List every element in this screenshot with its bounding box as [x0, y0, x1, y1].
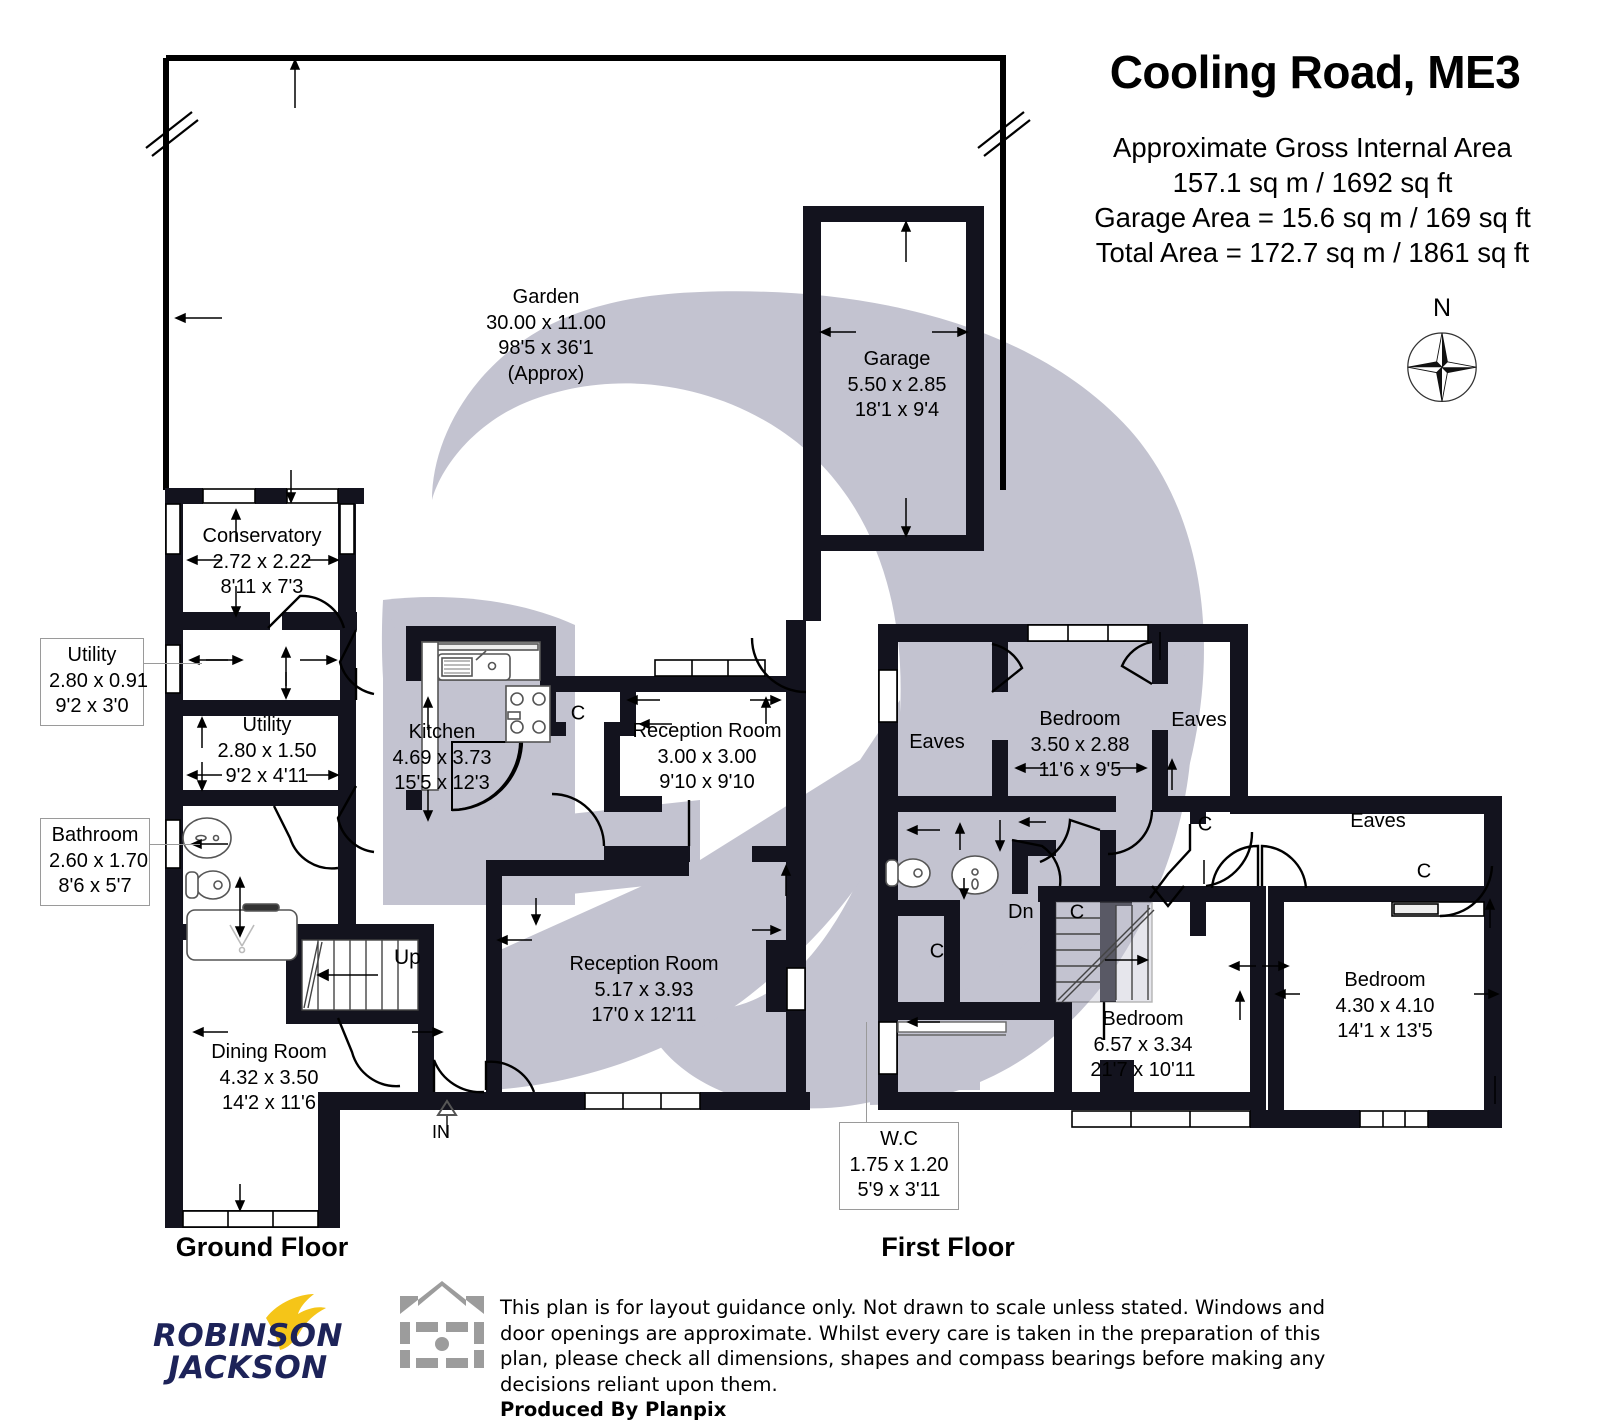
logo-line-robinson: ROBINSON: [153, 1318, 343, 1354]
wc-fitting: [897, 1021, 1007, 1036]
first-floor-fixtures: [885, 855, 999, 895]
callout-bathroom-imperial: 8'6 x 5'7: [58, 875, 132, 897]
cupboard-first-b: C: [1416, 860, 1432, 883]
logo-line-jackson: JACKSON: [168, 1350, 328, 1386]
ground-floor-plan: [145, 55, 1031, 1228]
area-line-total: Total Area = 172.7 sq m / 1861 sq ft: [1095, 237, 1530, 268]
label-entrance-in: IN: [432, 1122, 450, 1142]
callout-bathroom-name: Bathroom: [51, 824, 139, 846]
kitchen-fixtures: [421, 641, 551, 791]
callout-utility-small-imperial: 9'2 x 3'0: [55, 695, 129, 717]
boundary-break-marks: [145, 111, 1031, 157]
cupboard-first-d: C: [929, 940, 945, 963]
callout-bathroom: Bathroom 2.60 x 1.70 8'6 x 5'7: [40, 818, 150, 906]
garage-walls: [803, 206, 984, 621]
first-floor-plan: [878, 624, 1502, 1128]
first-internal-walls: [878, 642, 1502, 1110]
label-utility-large: Utility 2.80 x 1.50 9'2 x 4'11: [217, 714, 317, 787]
callout-wc-imperial: 5'9 x 3'11: [857, 1179, 941, 1201]
compass-north-label: N: [1432, 294, 1452, 322]
label-garden: Garden 30.00 x 11.00 98'5 x 36'1 (Approx…: [486, 286, 606, 385]
callout-utility-small-metric: 2.80 x 0.91: [49, 669, 148, 692]
label-bedroom-top: Bedroom 3.50 x 2.88 11'6 x 9'5: [1030, 708, 1130, 781]
footer-disclaimer: This plan is for layout guidance only. N…: [500, 1295, 1330, 1420]
caption-first-floor: First Floor: [881, 1232, 1015, 1262]
first-staircase: [1055, 901, 1155, 1003]
robinson-jackson-logo: ROBINSON JACKSON: [118, 1288, 378, 1386]
label-stairs-up: Up: [394, 946, 421, 969]
leader-utility-small: [144, 663, 202, 664]
ground-staircase: [301, 939, 419, 1011]
producer-text: Produced By Planpix: [500, 1398, 727, 1420]
callout-utility-small: Utility 2.80 x 0.91 9'2 x 3'0: [40, 638, 148, 726]
label-stairs-dn: Dn: [1008, 901, 1034, 923]
callout-wc-metric: 1.75 x 1.20: [849, 1153, 949, 1176]
cupboard-first-a: C: [1197, 813, 1213, 836]
callout-bathroom-metric: 2.60 x 1.70: [49, 849, 148, 872]
callout-wc: W.C 1.75 x 1.20 5'9 x 3'11: [839, 1122, 959, 1210]
first-outer-walls: [878, 624, 1502, 1128]
page-title: Cooling Road, ME3: [1109, 46, 1521, 98]
first-doors: [991, 640, 1494, 1040]
label-garage: Garage 5.50 x 2.85 18'1 x 9'4: [847, 348, 947, 421]
area-line-garage: Garage Area = 15.6 sq m / 169 sq ft: [1094, 202, 1531, 233]
bathroom-fixtures: [182, 817, 298, 961]
area-summary: Approximate Gross Internal Area 157.1 sq…: [1025, 130, 1600, 270]
caption-ground-floor: Ground Floor: [175, 1232, 349, 1262]
cupboard-first-c: C: [1069, 901, 1085, 924]
first-windows: [878, 624, 1485, 1128]
callout-utility-small-name: Utility: [67, 644, 117, 666]
cupboard-ground: C: [570, 702, 586, 725]
label-eaves-mid: Eaves: [1171, 709, 1227, 731]
label-reception-large: Reception Room 5.17 x 3.93 17'0 x 12'11: [569, 953, 719, 1026]
label-bedroom-right: Bedroom 4.30 x 4.10 14'1 x 13'5: [1335, 969, 1435, 1042]
label-reception-small: Reception Room 3.00 x 3.00 9'10 x 9'10: [632, 720, 782, 793]
entrance-arrow: [436, 1099, 458, 1137]
ground-doors: [267, 594, 807, 1094]
label-eaves-right: Eaves: [1350, 810, 1406, 832]
label-conservatory: Conservatory 2.72 x 2.22 8'11 x 7'3: [202, 525, 322, 598]
leader-bathroom: [150, 844, 200, 845]
garden-boundary: [163, 55, 1006, 490]
label-bedroom-left: Bedroom 6.57 x 3.34 21'7 x 10'11: [1090, 1008, 1196, 1081]
compass-icon: [1407, 332, 1477, 403]
label-dining-room: Dining Room 4.32 x 3.50 14'2 x 11'6: [211, 1041, 327, 1114]
ground-dimension-arrows: [174, 58, 969, 1212]
planpix-house-icon: [400, 1281, 484, 1368]
label-kitchen: Kitchen 4.69 x 3.73 15'5 x 12'3: [392, 721, 492, 794]
area-line-internal: 157.1 sq m / 1692 sq ft: [1172, 167, 1453, 198]
first-dimension-arrows: [906, 632, 1500, 1104]
leader-wc: [866, 1022, 867, 1122]
callout-wc-name: W.C: [880, 1128, 918, 1150]
logo-bird-icon: [266, 1294, 326, 1350]
compass-rose: N: [1392, 296, 1492, 414]
label-eaves-left: Eaves: [909, 731, 965, 753]
area-line-gross: Approximate Gross Internal Area: [1113, 132, 1512, 163]
disclaimer-text: This plan is for layout guidance only. N…: [500, 1296, 1326, 1396]
